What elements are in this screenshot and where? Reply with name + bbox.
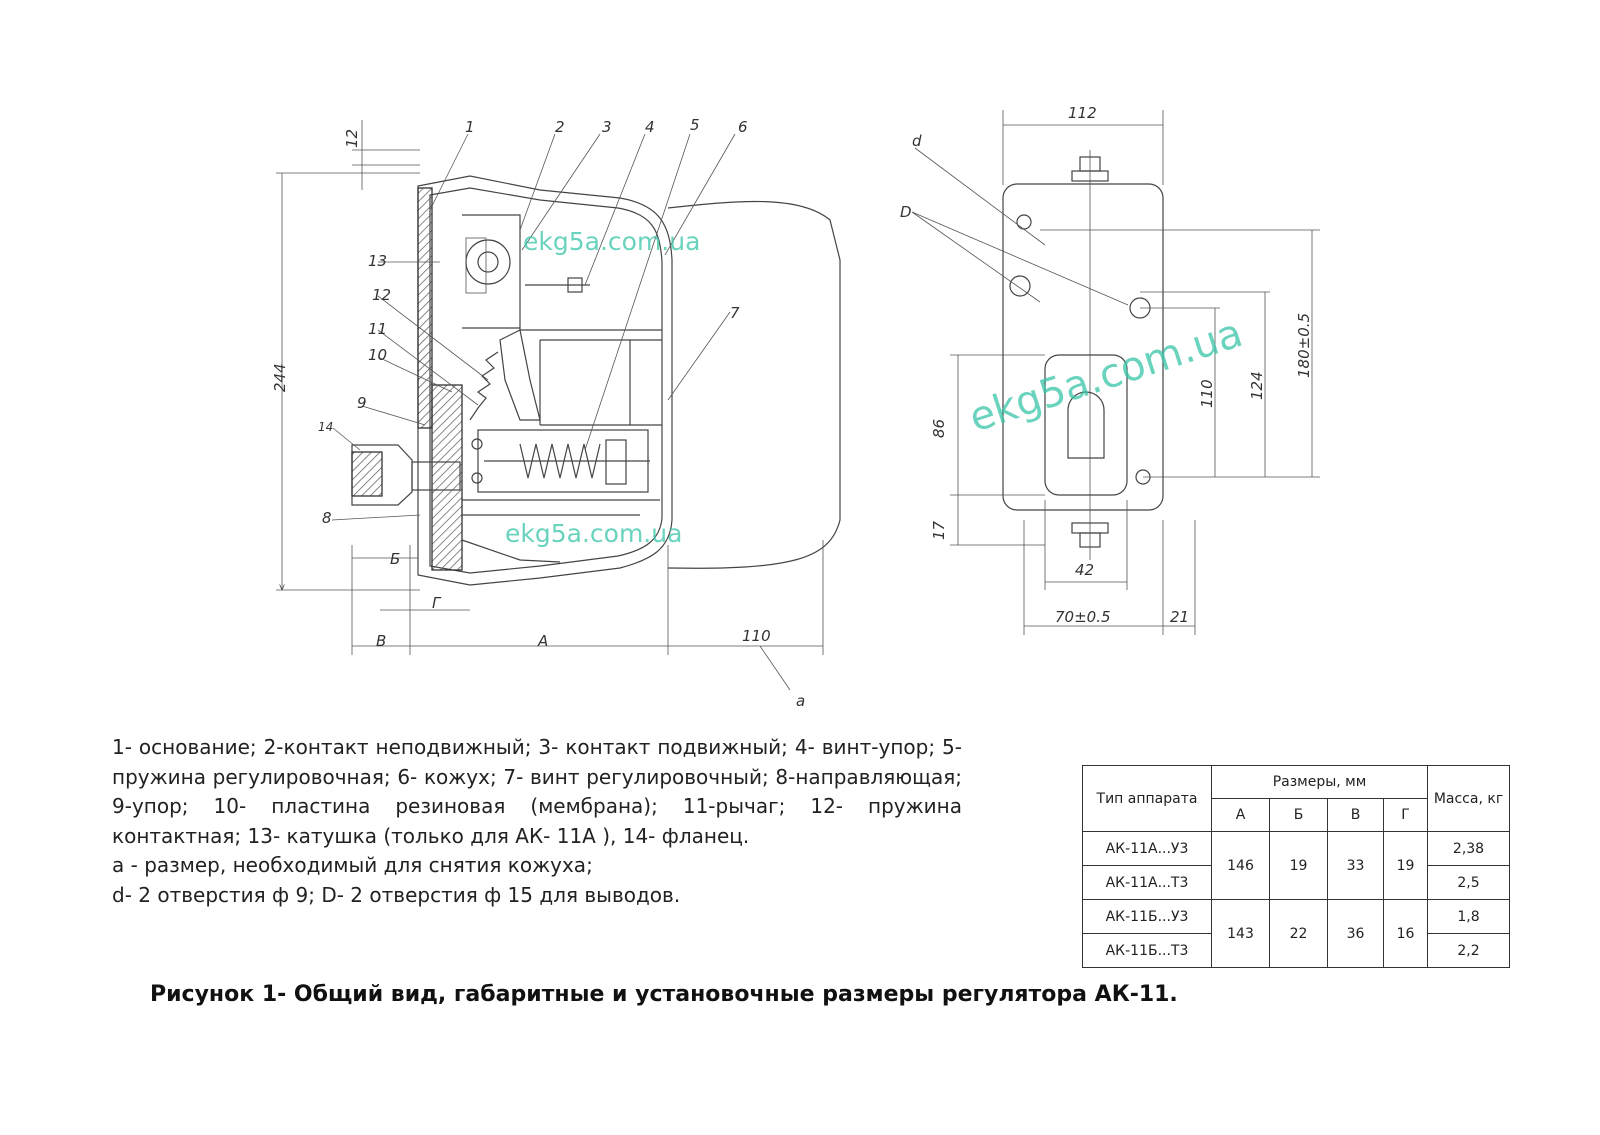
dim-b: Б	[390, 550, 400, 568]
dim-180: 180±0.5	[1295, 313, 1313, 378]
cell-mass: 2,2	[1427, 933, 1510, 968]
callout-14: 14	[318, 420, 333, 434]
dim-a: А	[537, 632, 548, 650]
cell-mass: 1,8	[1427, 899, 1510, 934]
legend-parts: 1- основание; 2-контакт неподвижный; 3- …	[112, 735, 962, 848]
cell-mass: 2,38	[1427, 831, 1510, 866]
dimension-labels: 12 244 Б Г В А 110 1 2 3 4 5 6 7 8 9 10 …	[271, 104, 1313, 710]
callout-10: 10	[368, 346, 387, 364]
dim-17: 17	[930, 520, 948, 540]
dim-70: 70±0.5	[1055, 608, 1111, 626]
label-d: d	[912, 132, 922, 150]
dim-110-side: 110	[742, 627, 771, 645]
dim-g: Г	[432, 594, 442, 612]
cell-type: АК-11Б...Т3	[1082, 933, 1212, 968]
cell-g: 19	[1383, 831, 1428, 900]
legend-a-note: а - размер, необходимый для снятия кожух…	[112, 853, 593, 877]
dim-110-front: 110	[1198, 379, 1216, 408]
spec-table: Тип аппарата Размеры, мм Масса, кг А Б В…	[1082, 765, 1510, 968]
header-dim-g: Г	[1383, 798, 1428, 832]
callout-5: 5	[690, 116, 700, 134]
callout-6: 6	[738, 118, 748, 136]
dim-112: 112	[1068, 104, 1097, 122]
dim-244: 244	[271, 363, 289, 392]
watermark: ekg5a.com.ua	[964, 310, 1248, 441]
callout-4: 4	[645, 118, 655, 136]
callout-2: 2	[555, 118, 565, 136]
cell-b: 19	[1269, 831, 1328, 900]
front-view	[911, 110, 1320, 635]
cell-a: 146	[1211, 831, 1270, 900]
legend-holes-note: d- 2 отверстия ф 9; D- 2 отверстия ф 15 …	[112, 882, 681, 907]
dim-12: 12	[343, 129, 361, 148]
callout-11: 11	[368, 320, 387, 338]
callout-3: 3	[602, 118, 612, 136]
cell-b: 22	[1269, 899, 1328, 968]
table-row: АК-11Б...Т3 2,2	[1082, 933, 1510, 968]
technical-drawing: 12 244 Б Г В А 110 1 2 3 4 5 6 7 8 9 10 …	[271, 104, 1320, 710]
cell-g: 16	[1383, 899, 1428, 968]
figure-caption: Рисунок 1- Общий вид, габаритные и устан…	[150, 982, 1178, 1007]
header-dims: Размеры, мм	[1211, 765, 1428, 799]
side-section-view	[276, 120, 841, 691]
callout-1: 1	[465, 118, 475, 136]
callout-12: 12	[372, 286, 391, 304]
callout-a: a	[796, 692, 805, 710]
legend: 1- основание; 2-контакт неподвижный; 3- …	[112, 733, 962, 910]
dim-86: 86	[930, 419, 948, 438]
table-row: АК-11А...У3 146 19 33 19 2,38	[1082, 831, 1510, 900]
cell-type: АК-11А...У3	[1082, 831, 1212, 866]
header-mass: Масса, кг	[1427, 765, 1510, 832]
cell-type: АК-11А...Т3	[1082, 865, 1212, 900]
cell-v: 36	[1327, 899, 1384, 968]
header-dim-v: В	[1327, 798, 1384, 832]
cell-a: 143	[1211, 899, 1270, 968]
cell-v: 33	[1327, 831, 1384, 900]
label-big-d: D	[900, 203, 912, 221]
dim-21: 21	[1170, 608, 1189, 626]
header-type: Тип аппарата	[1082, 765, 1212, 832]
watermark: ekg5a.com.ua	[505, 519, 682, 548]
dim-124: 124	[1248, 371, 1266, 400]
callout-13: 13	[368, 252, 387, 270]
dim-42: 42	[1075, 561, 1094, 579]
dim-v: В	[376, 632, 386, 650]
cell-mass: 2,5	[1427, 865, 1510, 900]
callout-8: 8	[322, 509, 332, 527]
cell-type: АК-11Б...У3	[1082, 899, 1212, 934]
header-dim-b: Б	[1269, 798, 1328, 832]
header-dim-a: А	[1211, 798, 1270, 832]
table-row: АК-11Б...У3 143 22 36 16 1,8	[1082, 899, 1510, 968]
callout-9: 9	[357, 394, 367, 412]
callout-7: 7	[730, 304, 740, 322]
watermark: ekg5a.com.ua	[523, 227, 700, 256]
